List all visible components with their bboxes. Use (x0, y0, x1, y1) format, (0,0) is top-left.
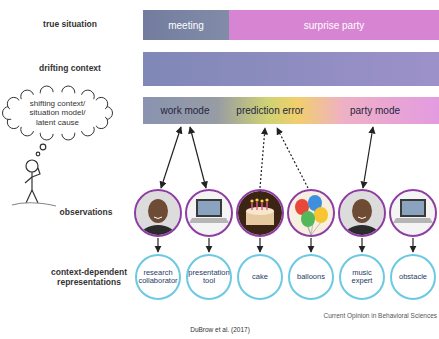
context-mode: party mode (344, 97, 407, 124)
node-text: music expert (341, 269, 383, 286)
node-text: shifting context/ situation model/ laten… (22, 99, 94, 127)
laptop-observation (390, 190, 436, 236)
row-label: observations (42, 208, 130, 218)
drifting-context-bar (143, 52, 439, 86)
thought-bubble: shifting context/ situation model/ laten… (2, 85, 113, 141)
representation-circle: cake (237, 254, 283, 300)
node-text: party mode (350, 105, 400, 116)
representation-circle: research collaborator (135, 254, 181, 300)
cake-observation (237, 190, 283, 236)
thinking-person (12, 144, 56, 206)
node-text: surprise party (304, 20, 365, 31)
representation-circle: music expert (339, 254, 385, 300)
node-text: cake (239, 273, 281, 281)
row-label: true situation (18, 20, 122, 30)
representation-arrows (158, 238, 413, 252)
face-observation (135, 190, 181, 249)
node-text: prediction error (236, 105, 303, 116)
situation-band: meeting (143, 10, 229, 40)
node-text: work mode (161, 105, 210, 116)
representation-circle: obstacle (390, 254, 436, 300)
node-text: balloons (290, 273, 332, 281)
node-text: research collaborator (137, 269, 179, 286)
balloons-observation (288, 190, 334, 236)
citation: DuBrow et al. (2017) (120, 326, 320, 333)
laptop-observation (186, 190, 232, 236)
representation-circle: balloons (288, 254, 334, 300)
node-text: meeting (168, 20, 204, 31)
situation-band: surprise party (229, 10, 439, 40)
journal-name: Current Opinion in Behavioral Sciences (262, 312, 437, 319)
row-label: drifting context (18, 64, 122, 74)
shifting-context-bar (143, 97, 439, 124)
mode-arrows (161, 127, 373, 188)
node-text: obstacle (392, 273, 434, 281)
context-mode: prediction error (230, 97, 310, 124)
node-text: presentation tool (188, 269, 230, 286)
face-observation (339, 190, 385, 249)
context-mode: work mode (155, 97, 216, 124)
representation-circle: presentation tool (186, 254, 232, 300)
row-label: context-dependent representations (46, 268, 132, 288)
